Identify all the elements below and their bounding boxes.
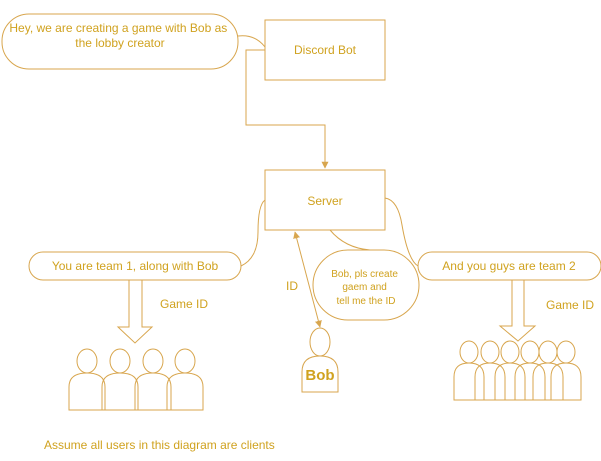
user-icon	[494, 340, 526, 401]
team1-bubble-label: You are team 1, along with Bob	[52, 259, 219, 273]
user-icon	[166, 348, 204, 411]
team2-bubble-label: And you guys are team 2	[442, 259, 576, 273]
svg-text:Hey, we are creating a game wi: Hey, we are creating a game with Bob as …	[9, 21, 230, 50]
team2-bubble: And you guys are team 2	[384, 197, 601, 281]
user-icon	[532, 340, 564, 401]
user-icon	[474, 340, 506, 401]
discord-bot-label: Discord Bot	[294, 43, 357, 57]
server-label: Server	[307, 194, 342, 208]
edge-label-game-id-right: Game ID	[546, 298, 594, 312]
connector-server-bob	[293, 231, 322, 328]
connector-bot-to-server	[245, 49, 329, 169]
user-icon	[68, 348, 106, 411]
team2-users-icon	[453, 340, 582, 401]
edge-label-game-id-left: Game ID	[160, 297, 208, 311]
user-icon	[101, 348, 139, 411]
user-icon	[134, 348, 172, 411]
block-arrow-left	[116, 279, 154, 344]
block-arrow-right	[498, 279, 537, 342]
bob-label: Bob	[305, 367, 334, 384]
bob-speech-bubble: Bob, pls create gaem and tell me the ID	[312, 229, 420, 321]
edge-label-id: ID	[286, 279, 298, 293]
server-node: Server	[264, 169, 386, 231]
footnote: Assume all users in this diagram are cli…	[44, 438, 275, 452]
user-icon	[514, 340, 546, 401]
speech-bubble-top: Hey, we are creating a game with Bob as …	[1, 13, 266, 70]
user-icon	[550, 340, 582, 401]
bob-user-icon: Bob	[301, 327, 339, 393]
bob-speech-bubble-label: Bob, pls create gaem and tell me the ID	[331, 269, 401, 307]
team1-users-icon	[68, 348, 204, 411]
discord-bot-node: Discord Bot	[264, 19, 386, 81]
team1-bubble: You are team 1, along with Bob	[28, 199, 266, 281]
user-icon	[453, 340, 485, 401]
